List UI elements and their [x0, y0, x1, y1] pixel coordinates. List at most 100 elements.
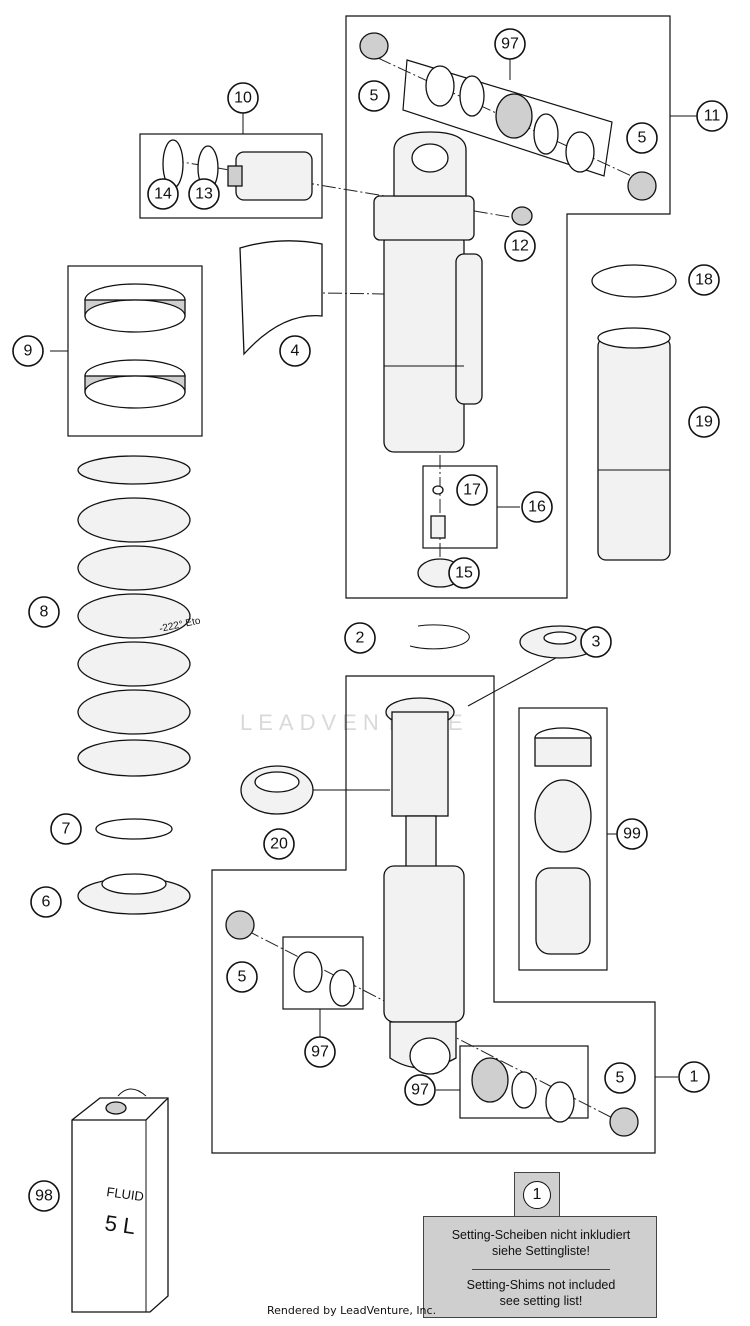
- callout-c7: 7: [50, 813, 82, 845]
- shock-body: [373, 131, 483, 453]
- callout-label: 11: [704, 108, 721, 125]
- callout-circle: [456, 474, 488, 506]
- callout-c5a: 5: [358, 80, 390, 112]
- retainer-ring: [95, 818, 173, 840]
- callout-label: 99: [623, 826, 641, 843]
- callout-label: 3: [592, 634, 601, 651]
- callout-c5c: 5: [226, 961, 258, 993]
- callout-circle: [604, 1062, 636, 1094]
- callout-c3: 3: [580, 626, 612, 658]
- callout-c97b: 97: [304, 1036, 336, 1068]
- callout-c99: 99: [616, 818, 648, 850]
- callout-label: 7: [62, 821, 71, 838]
- spring-nuts: [84, 283, 186, 409]
- callout-label: 17: [463, 482, 481, 499]
- note-en-line1: Setting-Shims not included: [466, 1278, 616, 1292]
- callout-c12: 12: [504, 230, 536, 262]
- valve-insert: [430, 515, 446, 539]
- note-tab: 1: [514, 1172, 560, 1217]
- callout-circle: [30, 886, 62, 918]
- callout-circle: [678, 1061, 710, 1093]
- callout-label: 5: [370, 88, 379, 105]
- callout-circle: [50, 813, 82, 845]
- fluid-can: FLUID 5 L: [71, 1088, 169, 1313]
- callout-circle: [344, 622, 376, 654]
- circlip: [409, 624, 470, 650]
- callout-c9: 9: [12, 335, 44, 367]
- coil-spring: -222° Eto: [77, 455, 202, 777]
- callout-c18: 18: [688, 264, 720, 296]
- oring-18: [591, 264, 677, 298]
- callout-label: 2: [356, 630, 365, 647]
- bearing-set-low: [471, 1057, 575, 1123]
- piston-top: [519, 625, 601, 659]
- callout-c17: 17: [456, 474, 488, 506]
- note-divider: [472, 1269, 610, 1270]
- callout-circle: [28, 596, 60, 628]
- group-outline-10: [139, 133, 323, 219]
- callout-c2: 2: [344, 622, 376, 654]
- callout-label: 14: [154, 186, 172, 203]
- bottom-out-cup: [240, 765, 314, 815]
- callout-circle: [504, 230, 536, 262]
- spring-seat: [77, 873, 191, 915]
- note-tab-callout: 1: [523, 1181, 551, 1209]
- callout-circle: [147, 178, 179, 210]
- callout-circle: [227, 82, 259, 114]
- callout-label: 5: [616, 1070, 625, 1087]
- callout-label: 15: [455, 565, 473, 582]
- callout-circle: [448, 557, 480, 589]
- callout-circle: [688, 406, 720, 438]
- callout-label: 97: [411, 1082, 429, 1099]
- valve-cap: [511, 206, 533, 226]
- callout-label: 6: [42, 894, 51, 911]
- callout-c15: 15: [448, 557, 480, 589]
- callout-label: 19: [695, 414, 713, 431]
- callout-c10: 10: [227, 82, 259, 114]
- can-label-volume: 5 L: [103, 1210, 137, 1239]
- piston-rod-assembly: [383, 697, 465, 1075]
- callout-c20: 20: [263, 828, 295, 860]
- oring-17: [432, 485, 444, 495]
- group-outline-99: [518, 707, 608, 971]
- callout-c97c: 97: [404, 1074, 436, 1106]
- group-outline-97-mid: [282, 936, 364, 1010]
- callout-label: 5: [638, 130, 647, 147]
- callout-circle: [616, 818, 648, 850]
- note-de-line1: Setting-Scheiben nicht inkludiert: [451, 1228, 631, 1242]
- callout-c97a: 97: [494, 28, 526, 60]
- callout-circle: [263, 828, 295, 860]
- callout-c11: 11: [696, 100, 728, 132]
- callout-label: 20: [270, 836, 288, 853]
- callout-label: 98: [35, 1188, 53, 1205]
- callout-circle: [580, 626, 612, 658]
- callout-label: 97: [501, 36, 519, 53]
- callout-c8: 8: [28, 596, 60, 628]
- bump-rubber-kit: [534, 727, 592, 955]
- bushing-lower-right: [609, 1107, 639, 1137]
- callout-label: 5: [238, 969, 247, 986]
- label-sticker: [239, 240, 323, 356]
- bearing-set-mid: [293, 951, 355, 1007]
- callout-circle: [304, 1036, 336, 1068]
- group-outline-97-top: [402, 59, 613, 177]
- callout-circle: [626, 122, 658, 154]
- note-de-line2: siehe Settingliste!: [492, 1244, 590, 1258]
- callout-circle: [226, 961, 258, 993]
- footer-credit: Rendered by LeadVenture, Inc.: [267, 1304, 437, 1317]
- callout-circle: [404, 1074, 436, 1106]
- setting-shims-note: Setting-Scheiben nicht inkludiert siehe …: [423, 1216, 657, 1318]
- callout-label: 16: [528, 499, 546, 516]
- callout-c16: 16: [521, 491, 553, 523]
- callout-circle: [521, 491, 553, 523]
- callout-c5b: 5: [626, 122, 658, 154]
- callout-circle: [688, 264, 720, 296]
- callout-circle: [696, 100, 728, 132]
- note-en-line2: see setting list!: [499, 1294, 583, 1308]
- compression-adjuster: [162, 139, 313, 201]
- callout-circle: [12, 335, 44, 367]
- callout-c1: 1: [678, 1061, 710, 1093]
- callout-label: 10: [234, 90, 252, 107]
